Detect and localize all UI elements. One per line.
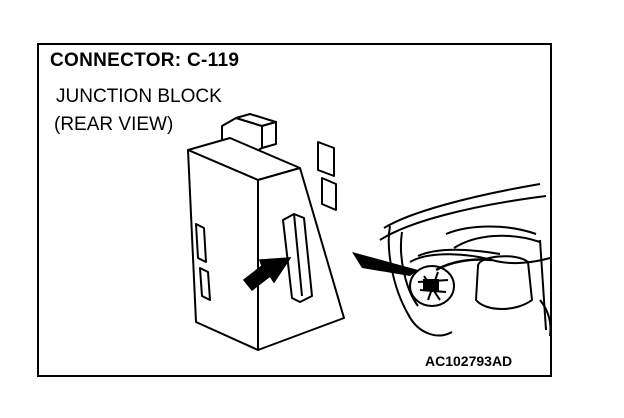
junction-block-icon bbox=[187, 113, 345, 351]
dashboard-location-icon bbox=[379, 183, 552, 337]
view-label: (REAR VIEW) bbox=[54, 114, 174, 135]
component-name: JUNCTION BLOCK bbox=[56, 86, 222, 107]
figure-code: AC102793AD bbox=[425, 353, 513, 369]
connector-title: CONNECTOR: C-119 bbox=[50, 50, 240, 71]
arrow-icon bbox=[242, 257, 292, 292]
location-pointer-icon bbox=[352, 252, 418, 276]
